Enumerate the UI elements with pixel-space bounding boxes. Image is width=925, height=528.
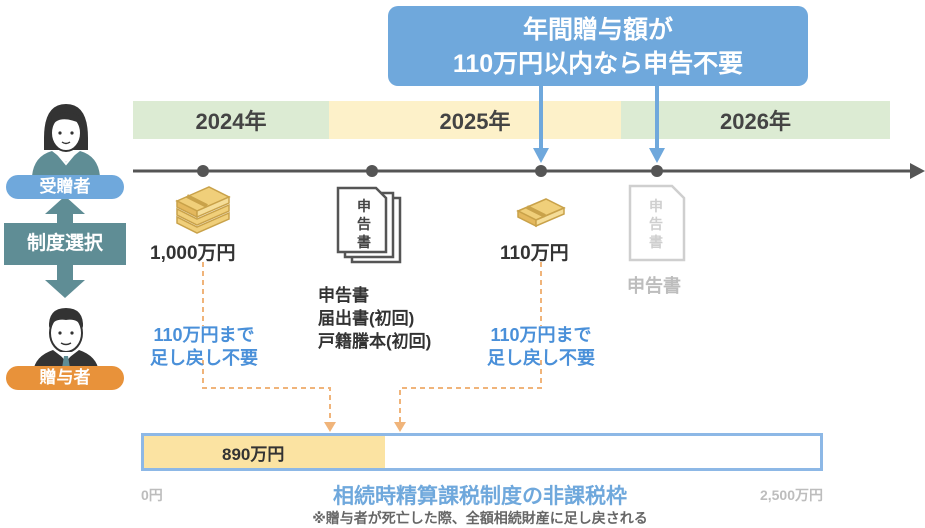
timeline-dot: [651, 165, 663, 177]
connector-arrowhead: [394, 422, 406, 432]
note-right-line2: 足し戻し不要: [487, 348, 595, 368]
doc-item: 届出書(初回): [318, 309, 415, 328]
bar-max-label: 2,500万円: [759, 487, 823, 503]
giver-label: 贈与者: [6, 366, 124, 390]
callout-line1: 年間贈与額が: [522, 16, 673, 44]
timeline-dot: [366, 165, 378, 177]
note-right: 110万円まで 足し戻し不要: [475, 324, 607, 370]
recipient-person-icon: [32, 104, 100, 176]
doc-icon-label: 申告書: [357, 198, 371, 250]
connector-arrowhead: [324, 422, 336, 432]
annual-gift-callout: 年間贈与額が 110万円以内なら申告不要: [388, 6, 808, 86]
bar-used-label: 890万円: [222, 445, 285, 464]
year-label-2026: 2026年: [720, 109, 791, 134]
timeline-dot: [197, 165, 209, 177]
gift-amount-1: 1,000万円: [150, 243, 236, 264]
bar-min-label: 0円: [141, 487, 163, 503]
year-label-2024: 2024年: [195, 109, 267, 134]
faded-document-icon: [628, 184, 686, 262]
note-right-line1: 110万円まで: [490, 325, 592, 345]
doc-item: 申告書: [318, 286, 369, 305]
system-selection-label: 制度選択: [4, 223, 126, 265]
gift-amount-2: 110万円: [500, 243, 569, 264]
note-left-line1: 110万円まで: [153, 325, 255, 345]
bar-title: 相続時精算課税制度の非課税枠: [333, 485, 627, 508]
year-label-2025: 2025年: [439, 109, 511, 134]
year-band-2026: 2026年: [621, 101, 890, 139]
giver-person-icon: [33, 308, 99, 372]
document-stack-icon: [336, 186, 402, 264]
faded-doc-icon-label: 申告書: [649, 198, 663, 250]
year-band-2025: 2025年: [329, 101, 621, 139]
callout-arrow-2: [649, 86, 665, 163]
money-stack-icon: [175, 186, 231, 234]
timeline-dot: [535, 165, 547, 177]
callout-line2: 110万円以内なら申告不要: [452, 50, 744, 78]
timeline-axis: [133, 163, 925, 179]
bar-footnote: ※贈与者が死亡した際、全額相続財産に足し戻される: [312, 510, 648, 526]
note-left-line2: 足し戻し不要: [150, 348, 258, 368]
exemption-bar-fill: [144, 436, 385, 468]
dashed-connectors: [202, 262, 542, 425]
note-left: 110万円まで 足し戻し不要: [138, 324, 270, 370]
callout-arrow-1: [533, 86, 549, 163]
doc-item: 戸籍謄本(初回): [318, 332, 432, 351]
money-stack-small-icon: [516, 198, 566, 228]
year-band-2024: 2024年: [133, 101, 329, 139]
faded-document-label: 申告書: [627, 276, 681, 296]
documents-list: 申告書 届出書(初回) 戸籍謄本(初回): [318, 284, 431, 353]
recipient-label: 受贈者: [6, 175, 124, 199]
